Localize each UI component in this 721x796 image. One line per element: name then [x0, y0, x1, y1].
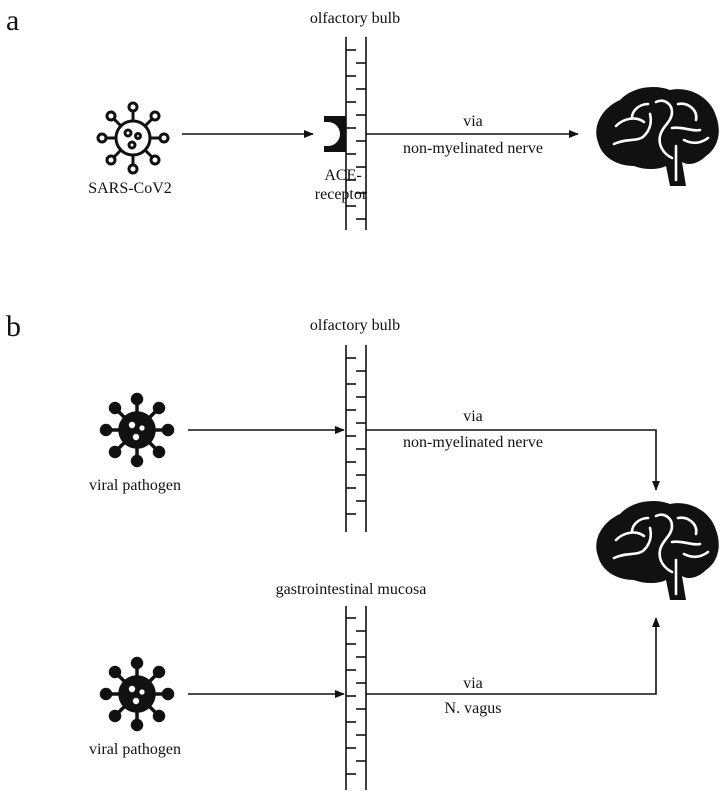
panel-b-bottom-route-arrow: [366, 617, 660, 695]
brain-icon: [594, 499, 721, 602]
panel-a-barrier-label: olfactory bulb: [310, 10, 400, 27]
panel-b-top-route-label-1: via: [463, 408, 483, 425]
panel-b-bottom-route-label-1: via: [463, 675, 483, 692]
panel-b: b olfactory bulb viral pathogen via non-…: [6, 310, 721, 790]
panel-a-letter: a: [6, 4, 19, 37]
panel-a-virus-label: SARS-CoV2: [88, 180, 172, 197]
panel-a-receptor-label-1: ACE-: [324, 167, 361, 184]
panel-a-route-label-1: via: [463, 113, 483, 130]
panel-b-letter: b: [6, 310, 21, 343]
panel-b-bottom-barrier-label: gastrointestinal mucosa: [276, 581, 427, 598]
virus-filled-icon: [99, 392, 175, 468]
panel-b-top-route-arrow: [366, 429, 660, 491]
panel-b-bottom-route-label-2: N. vagus: [445, 700, 502, 717]
brain-icon: [594, 85, 721, 188]
panel-b-top-virus-label: viral pathogen: [89, 477, 181, 494]
panel-b-bottom-barrier: [345, 606, 367, 790]
panel-b-bottom-virus-label: viral pathogen: [89, 741, 181, 758]
receptor-icon: [324, 116, 346, 152]
virus-outline-icon: [96, 101, 170, 175]
panel-b-top-route-label-2: non-myelinated nerve: [403, 434, 543, 451]
panel-a: a olfactory bulb SARS-CoV2 ACE- receptor…: [6, 4, 721, 230]
panel-a-receptor-label-2: receptor: [315, 186, 368, 203]
panel-b-top-barrier-label: olfactory bulb: [310, 317, 400, 334]
virus-filled-icon: [99, 656, 175, 732]
panel-a-route-label-2: non-myelinated nerve: [403, 140, 543, 157]
panel-b-top-barrier: [345, 345, 367, 532]
